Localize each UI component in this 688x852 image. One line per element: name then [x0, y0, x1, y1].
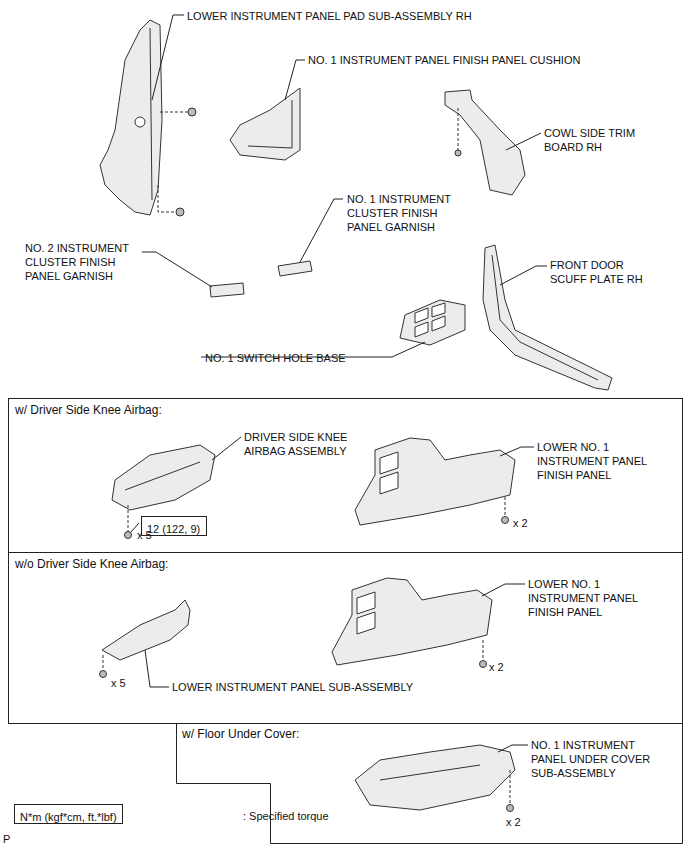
dashed-guide [483, 640, 484, 660]
bolt-symbol [455, 150, 461, 156]
quantity: x 2 [489, 660, 504, 674]
bolt-symbol [100, 108, 514, 812]
part-name: FRONT DOOR SCUFF PLATE RH [550, 258, 662, 286]
part-drawing [415, 303, 445, 337]
part-drawing [332, 578, 492, 665]
section-outline [177, 724, 683, 844]
part-drawing [100, 20, 162, 215]
bolt-symbol [100, 671, 107, 678]
dashed-guide [160, 112, 188, 113]
leader-line [498, 745, 528, 752]
part-name: NO. 1 INSTRUMENT CLUSTER FINISH PANEL GA… [347, 192, 467, 234]
part-drawing [355, 438, 515, 525]
leader-line [212, 437, 241, 460]
bolt-symbol [480, 661, 487, 668]
part-name: LOWER NO. 1 INSTRUMENT PANEL FINISH PANE… [537, 440, 655, 482]
section-heading: w/ Driver Side Knee Airbag: [15, 403, 162, 417]
quantity: x 2 [506, 815, 521, 829]
part-drawing [210, 283, 244, 297]
part-drawing [278, 261, 312, 276]
bolt-symbol [507, 805, 514, 812]
part-drawing [125, 462, 200, 490]
legend-box: N*m (kgf*cm, ft.*lbf) [14, 804, 123, 824]
part-drawing [380, 765, 480, 780]
part-name: LOWER INSTRUMENT PANEL PAD SUB-ASSEMBLY … [187, 9, 472, 23]
part-drawing [380, 452, 398, 494]
part-drawing [357, 592, 375, 634]
part-drawing [135, 117, 145, 127]
box-text: 12 (122, 9) [147, 522, 200, 536]
part-name: NO. 1 INSTRUMENT PANEL UNDER COVER SUB-A… [531, 738, 661, 780]
dashed-guide [103, 655, 104, 670]
dashed-guide [158, 185, 176, 212]
bolt-symbol [176, 208, 184, 216]
leader-line [500, 266, 547, 285]
bolt-symbol [125, 532, 132, 539]
leader-line [506, 133, 541, 150]
quantity: x 5 [137, 528, 152, 542]
part-drawing [355, 745, 515, 810]
leader-line [285, 60, 305, 100]
variant-section: w/o Driver Side Knee Airbag: [8, 552, 683, 724]
quantity: x 2 [513, 516, 528, 530]
section-heading: w/ Floor Under Cover: [182, 727, 299, 741]
leader-line [142, 252, 212, 287]
dashed-guide [128, 505, 129, 531]
part-name: NO. 1 SWITCH HOLE BASE [205, 351, 346, 365]
part-drawing [445, 90, 525, 195]
box-text: N*m (kgf*cm, ft.*lbf) [20, 810, 117, 824]
quantity: x 5 [111, 676, 126, 690]
bolt-symbol [502, 517, 509, 524]
dashed-guide [510, 770, 511, 804]
section-heading: w/o Driver Side Knee Airbag: [15, 557, 168, 571]
part-drawing [400, 300, 465, 345]
part-drawing [112, 445, 215, 510]
leader-line [131, 15, 547, 752]
dashed-guide [505, 497, 506, 516]
part-drawing [100, 20, 612, 810]
leader-line [145, 650, 169, 687]
leader-line [500, 447, 534, 456]
part-drawing [230, 88, 300, 160]
legend-text: : Specified torque [243, 809, 329, 823]
part-name: LOWER NO. 1 INSTRUMENT PANEL FINISH PANE… [528, 577, 646, 619]
part-name: NO. 2 INSTRUMENT CLUSTER FINISH PANEL GA… [25, 241, 145, 283]
bolt-symbol [188, 108, 196, 116]
part-name: DRIVER SIDE KNEE AIRBAG ASSEMBLY [244, 430, 369, 458]
part-drawing [102, 600, 190, 660]
part-drawing [248, 100, 292, 148]
part-name: LOWER INSTRUMENT PANEL SUB-ASSEMBLY [172, 680, 413, 694]
page-mark: P [3, 832, 10, 846]
leader-line [152, 15, 184, 100]
part-name: COWL SIDE TRIM BOARD RH [544, 126, 654, 154]
part-name: NO. 1 INSTRUMENT PANEL FINISH PANEL CUSH… [308, 53, 580, 67]
leader-line [482, 584, 525, 596]
dashed-guide [458, 108, 459, 150]
leader-line [300, 199, 343, 262]
part-drawing [150, 28, 152, 200]
dashed-guide [103, 108, 510, 804]
